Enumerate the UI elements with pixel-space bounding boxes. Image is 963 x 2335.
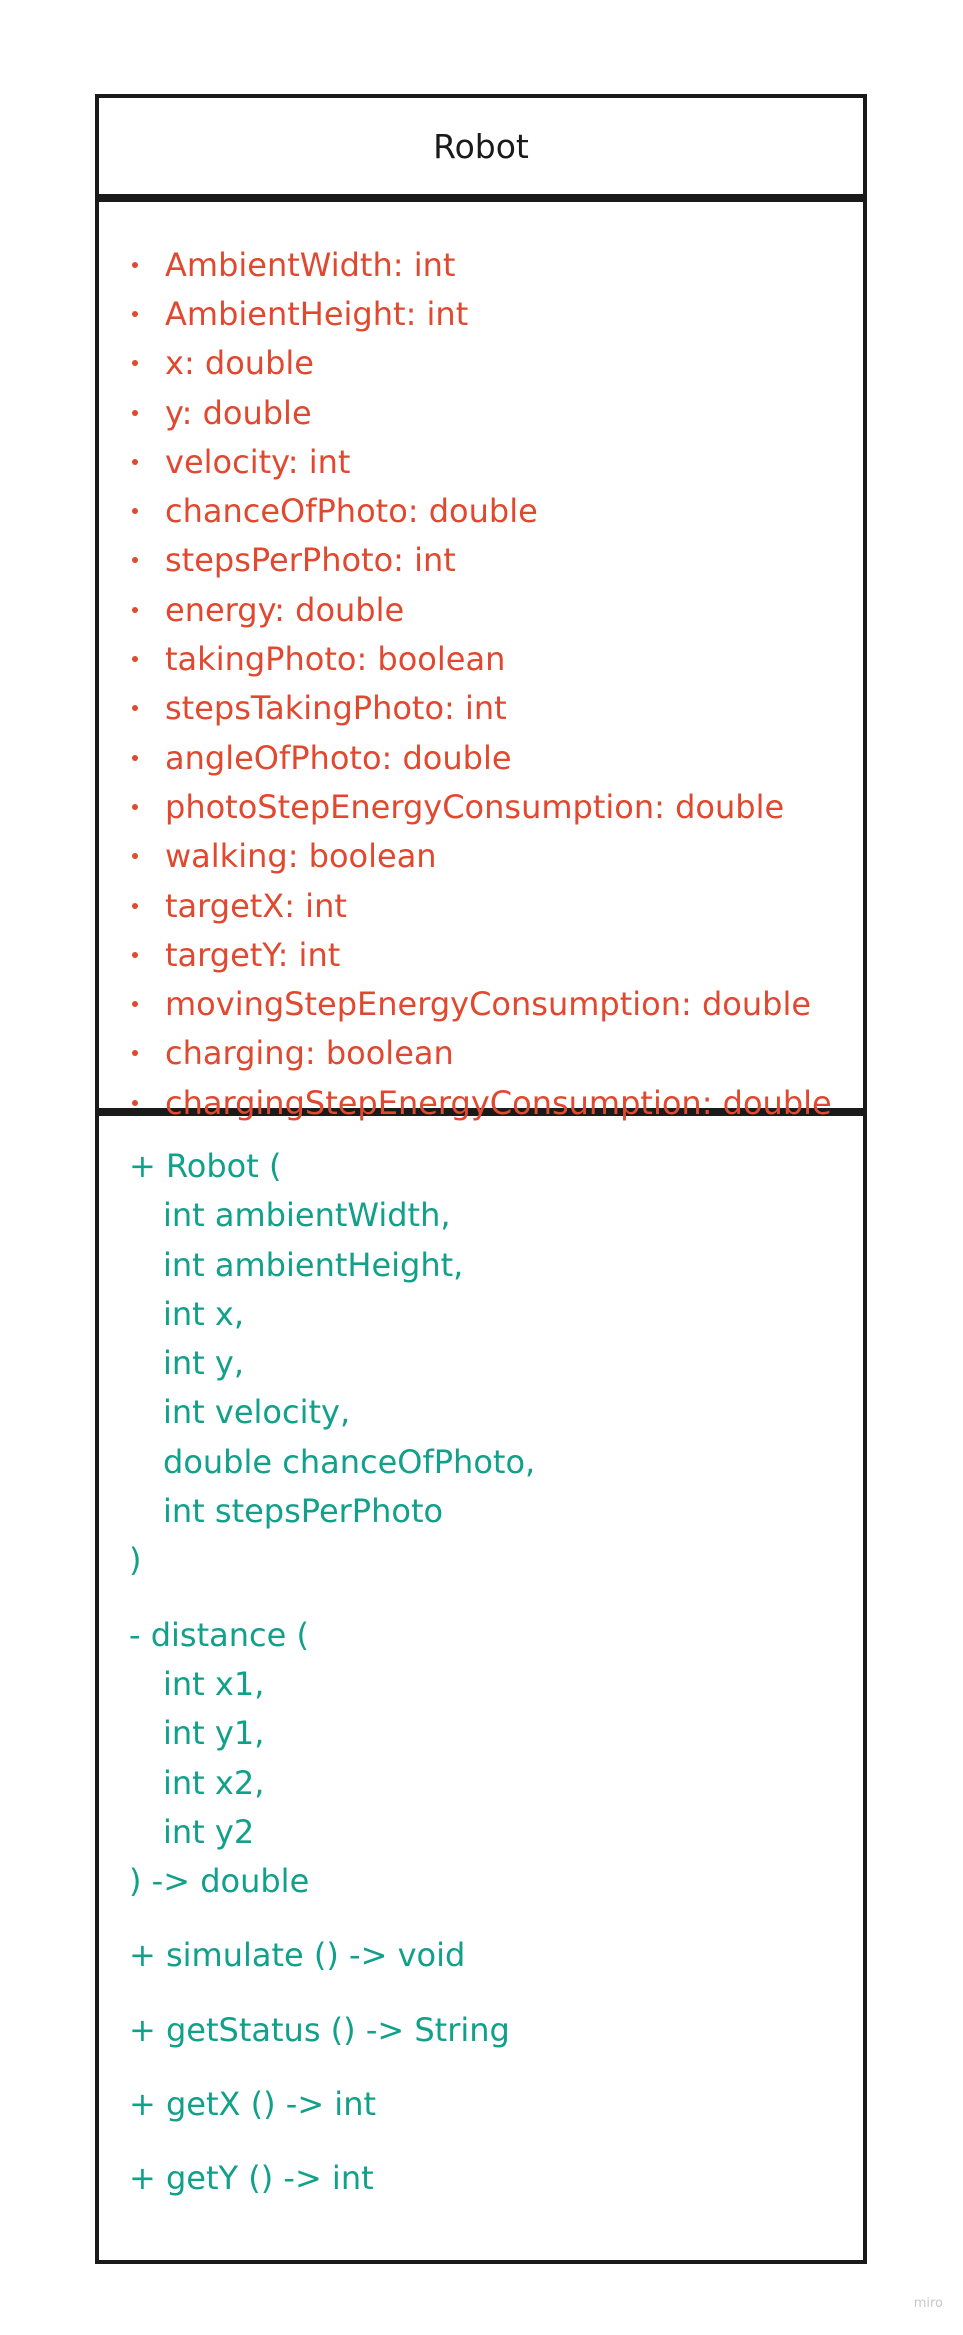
bullet-icon xyxy=(132,656,138,663)
attribute-text: y: double xyxy=(165,393,312,432)
attribute-item: y: double xyxy=(132,388,863,437)
method-param: int stepsPerPhoto xyxy=(163,1492,444,1531)
method-footer: ) xyxy=(129,1541,142,1580)
bullet-icon xyxy=(132,754,138,761)
attribute-text: charging: boolean xyxy=(165,1034,454,1073)
attribute-item: AmbientHeight: int xyxy=(132,289,863,338)
attribute-text: energy: double xyxy=(165,590,405,629)
uml-class-box[interactable]: Robot AmbientWidth: int AmbientHeight: i… xyxy=(95,94,867,2264)
attribute-text: velocity: int xyxy=(165,442,351,481)
method-param: int y1, xyxy=(163,1714,265,1753)
method-signature: + getY () -> int xyxy=(129,2159,374,2198)
method-header: + Robot ( xyxy=(129,1147,282,1185)
attribute-text: movingStepEnergyConsumption: double xyxy=(165,985,812,1024)
method-param: int ambientHeight, xyxy=(163,1245,464,1284)
method-param: int velocity, xyxy=(163,1393,351,1432)
method-param: int y2 xyxy=(163,1812,255,1851)
attribute-item: targetY: int xyxy=(132,930,863,979)
attribute-text: AmbientHeight: int xyxy=(165,294,469,333)
bullet-icon xyxy=(132,951,138,958)
method-header: - distance ( xyxy=(129,1615,309,1654)
attribute-text: x: double xyxy=(165,344,314,383)
attribute-text: photoStepEnergyConsumption: double xyxy=(165,787,785,826)
bullet-icon xyxy=(132,360,138,367)
attribute-text: walking: boolean xyxy=(165,837,437,876)
method-get-y: + getY () -> int xyxy=(129,2154,863,2203)
attribute-item: chanceOfPhoto: double xyxy=(132,486,863,535)
attribute-text: targetY: int xyxy=(165,935,341,974)
attribute-list: AmbientWidth: int AmbientHeight: int x: … xyxy=(99,240,863,1127)
attribute-text: chanceOfPhoto: double xyxy=(165,492,538,531)
bullet-icon xyxy=(132,606,138,613)
class-name: Robot xyxy=(99,98,863,202)
attribute-item: velocity: int xyxy=(132,437,863,486)
attribute-item: energy: double xyxy=(132,585,863,634)
bullet-icon xyxy=(132,310,138,317)
bullet-icon xyxy=(132,409,138,416)
bullet-icon xyxy=(132,557,138,564)
method-distance: - distance ( int x1, int y1, int x2, int… xyxy=(129,1611,863,1907)
methods-section: + Robot ( int ambientWidth, int ambientH… xyxy=(99,1116,863,2204)
method-signature: + getStatus () -> String xyxy=(129,2010,510,2049)
method-param: int y, xyxy=(163,1344,244,1383)
method-param: int ambientWidth, xyxy=(163,1196,451,1235)
attribute-item: stepsTakingPhoto: int xyxy=(132,684,863,733)
attribute-text: targetX: int xyxy=(165,886,347,925)
attribute-item: stepsPerPhoto: int xyxy=(132,536,863,585)
method-get-x: + getX () -> int xyxy=(129,2080,863,2129)
method-param: int x2, xyxy=(163,1763,265,1802)
method-param: int x, xyxy=(163,1294,244,1333)
attribute-item: charging: boolean xyxy=(132,1029,863,1078)
attribute-text: angleOfPhoto: double xyxy=(165,738,512,777)
bullet-icon xyxy=(132,261,138,268)
method-simulate: + simulate () -> void xyxy=(129,1931,863,1980)
bullet-icon xyxy=(132,1001,138,1008)
attribute-item: targetX: int xyxy=(132,881,863,930)
attribute-item: takingPhoto: boolean xyxy=(132,634,863,683)
attribute-item: movingStepEnergyConsumption: double xyxy=(132,979,863,1028)
bullet-icon xyxy=(132,508,138,515)
method-param: double chanceOfPhoto, xyxy=(163,1442,536,1481)
bullet-icon xyxy=(132,1099,138,1106)
bullet-icon xyxy=(132,1050,138,1057)
bullet-icon xyxy=(132,458,138,465)
method-signature: + simulate () -> void xyxy=(129,1936,466,1975)
attribute-text: takingPhoto: boolean xyxy=(165,640,506,679)
bullet-icon xyxy=(132,902,138,909)
bullet-icon xyxy=(132,853,138,860)
method-signature: + getX () -> int xyxy=(129,2085,377,2124)
method-constructor: + Robot ( int ambientWidth, int ambientH… xyxy=(129,1142,863,1586)
attribute-item: x: double xyxy=(132,339,863,388)
method-footer: ) -> double xyxy=(129,1862,310,1901)
attribute-text: chargingStepEnergyConsumption: double xyxy=(165,1083,832,1122)
attribute-text: stepsTakingPhoto: int xyxy=(165,689,507,728)
attributes-section: AmbientWidth: int AmbientHeight: int x: … xyxy=(99,202,863,1122)
attribute-text: AmbientWidth: int xyxy=(165,245,456,284)
attribute-item: angleOfPhoto: double xyxy=(132,733,863,782)
attribute-item: walking: boolean xyxy=(132,832,863,881)
attribute-item: photoStepEnergyConsumption: double xyxy=(132,782,863,831)
attribute-item: AmbientWidth: int xyxy=(132,240,863,289)
bullet-icon xyxy=(132,803,138,810)
method-param: int x1, xyxy=(163,1664,265,1703)
miro-watermark: miro xyxy=(913,2296,943,2311)
bullet-icon xyxy=(132,705,138,712)
method-get-status: + getStatus () -> String xyxy=(129,2006,863,2055)
attribute-text: stepsPerPhoto: int xyxy=(165,541,456,580)
attribute-item: chargingStepEnergyConsumption: double xyxy=(132,1078,863,1127)
